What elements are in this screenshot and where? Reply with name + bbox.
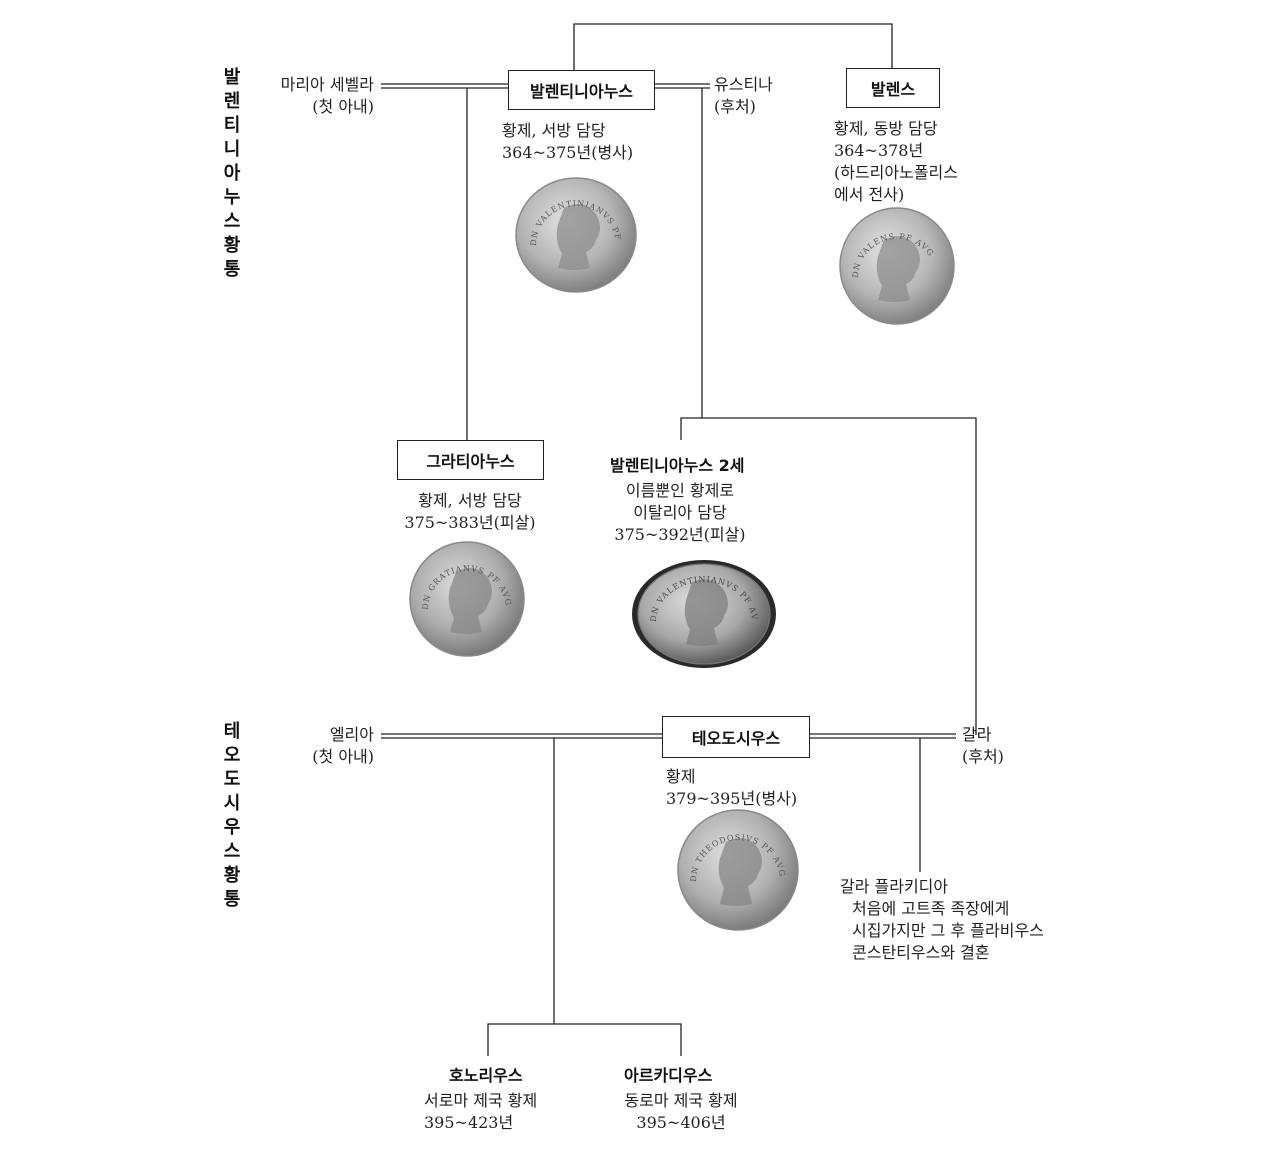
valentinian1-role: 황제, 서방 담당 <box>502 120 606 141</box>
valentinian2-coin-image: DN VALENTINIANVS PF AVG <box>630 558 778 670</box>
valentinian2-name: 발렌티니아누스 2세 <box>610 452 744 476</box>
theodosius-years: 379~395년(병사) <box>666 788 797 809</box>
theodosius-name-box: 테오도시우스 <box>662 716 810 758</box>
honorius-years: 395~423년 <box>424 1112 513 1133</box>
aelia-note: (첫 아내) <box>240 746 374 767</box>
gratian-name-box: 그라티아누스 <box>397 440 544 480</box>
valens-name-box: 발렌스 <box>846 68 940 108</box>
gratian-role: 황제, 서방 담당 <box>370 490 570 511</box>
gratian-coin-image: DN GRATIANVS PF AVG <box>408 540 526 658</box>
aelia-name: 엘리아 <box>240 724 374 745</box>
galla-placidia-name: 갈라 플라키디아 <box>840 876 948 897</box>
valens-years: 364~378년 <box>834 140 923 161</box>
galla-note: (후처) <box>962 746 1004 767</box>
honorius-role: 서로마 제국 황제 <box>424 1090 537 1111</box>
galla-placidia-bio-3: 콘스탄티우스와 결혼 <box>852 942 990 963</box>
arcadius-role: 동로마 제국 황제 <box>586 1090 776 1111</box>
galla-name: 갈라 <box>962 724 991 745</box>
galla-placidia-bio-2: 시집가지만 그 후 플라비우스 <box>852 920 1044 941</box>
gratian-years: 375~383년(피살) <box>370 512 570 533</box>
valentinian2-role-1: 이름뿐인 황제로 <box>580 480 780 501</box>
arcadius-years: 395~406년 <box>586 1112 776 1133</box>
galla-placidia-bio-1: 처음에 고트족 족장에게 <box>852 898 1009 919</box>
justina-note: (후처) <box>714 96 756 117</box>
arcadius-name: 아르카디우스 <box>624 1062 712 1086</box>
valentinian1-name-box: 발렌티니아누스 <box>508 70 655 110</box>
valens-role: 황제, 동방 담당 <box>834 118 938 139</box>
maria-severa-note: (첫 아내) <box>240 96 374 117</box>
valentinian1-years: 364~375년(병사) <box>502 142 633 163</box>
valentinian2-years: 375~392년(피살) <box>580 524 780 545</box>
valens-death-2: 에서 전사) <box>834 184 904 205</box>
honorius-name: 호노리우스 <box>449 1062 523 1086</box>
theodosius-role: 황제 <box>666 766 695 787</box>
justina-name: 유스티나 <box>714 74 773 95</box>
maria-severa-name: 마리아 세벨라 <box>240 74 374 95</box>
valens-coin-image: DN VALENS PF AVG <box>838 206 956 326</box>
valentinian2-role-2: 이탈리아 담당 <box>580 502 780 523</box>
valentinian1-coin-image: DN VALENTINIANVS PF AVG <box>514 176 638 294</box>
theodosius-coin-image: DN THEODOSIVS PF AVG <box>676 808 800 932</box>
valens-death-1: (하드리아노폴리스 <box>834 162 958 183</box>
